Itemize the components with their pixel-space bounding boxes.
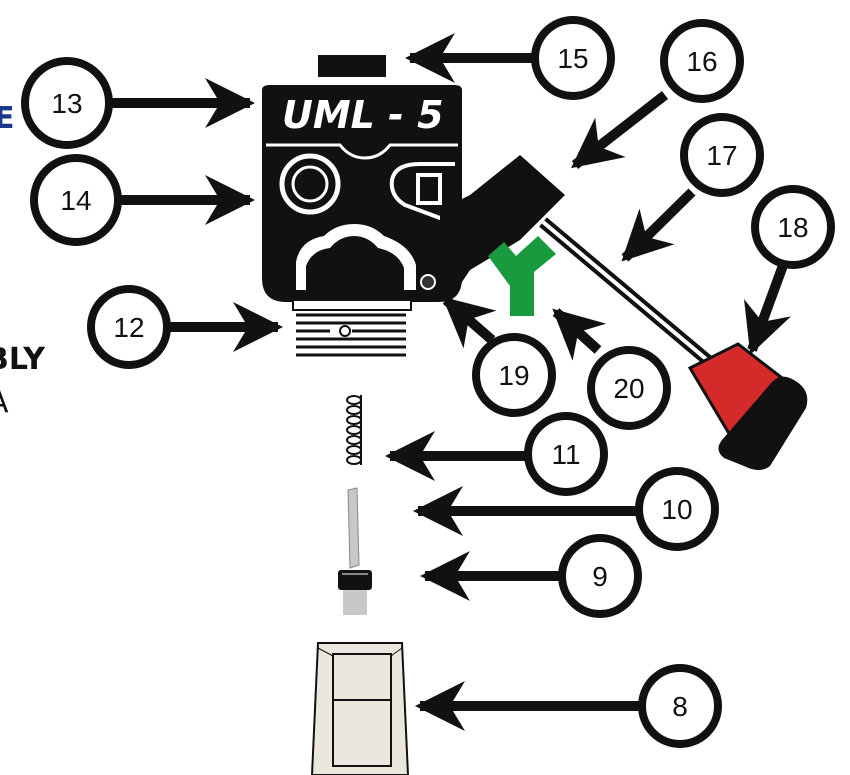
arrow-16: [571, 91, 669, 169]
brand-label: UML - 5: [282, 93, 444, 137]
callout-15: 15: [531, 16, 615, 100]
arrow-18: [744, 258, 791, 355]
base-connector: [292, 299, 412, 362]
callout-8: 8: [638, 664, 722, 748]
callout-13: 13: [21, 57, 113, 149]
angled-connector: [435, 155, 716, 369]
callout-13-label: 13: [51, 88, 82, 119]
green-t-fitting: [488, 236, 556, 316]
needle: [347, 487, 360, 569]
side-fitting: [389, 162, 455, 220]
callout-10-label: 10: [661, 494, 692, 525]
callout-17: 17: [680, 113, 764, 197]
callout-19: 19: [472, 333, 556, 417]
callout-8-label: 8: [672, 691, 688, 722]
callout-16: 16: [660, 19, 744, 103]
callout-11-label: 11: [551, 439, 580, 470]
callout-16-label: 16: [686, 46, 717, 77]
arrow-17: [621, 188, 696, 262]
edge-fragment-middle: BLY: [0, 342, 46, 377]
callout-19-label: 19: [498, 360, 529, 391]
edge-fragment-lower: A: [0, 385, 9, 420]
callout-12-label: 12: [113, 312, 144, 343]
top-clip: [318, 55, 386, 77]
callout-9-label: 9: [592, 561, 608, 592]
callout-10: 10: [635, 467, 719, 551]
beige-housing: [310, 642, 410, 775]
callout-17-label: 17: [706, 140, 737, 171]
edge-fragment-top: E: [0, 101, 15, 136]
callout-12: 12: [87, 285, 171, 369]
arrow-20: [552, 308, 607, 361]
callout-20: 20: [587, 346, 671, 430]
callout-15-label: 15: [557, 43, 588, 74]
body-screw: [420, 274, 436, 290]
callout-18: 18: [751, 185, 835, 269]
red-cap: [687, 342, 808, 470]
callout-11: 11: [524, 412, 608, 496]
uml5-body: UML - 5: [262, 85, 462, 302]
small-connector: [338, 570, 372, 615]
callout-14: 14: [30, 154, 122, 246]
callout-9: 9: [558, 534, 642, 618]
spring: [346, 395, 362, 465]
callout-18-label: 18: [777, 212, 808, 243]
callout-arrows: [110, 33, 791, 731]
arrow-19: [442, 296, 497, 349]
callout-20-label: 20: [613, 373, 644, 404]
callout-14-label: 14: [60, 185, 91, 216]
